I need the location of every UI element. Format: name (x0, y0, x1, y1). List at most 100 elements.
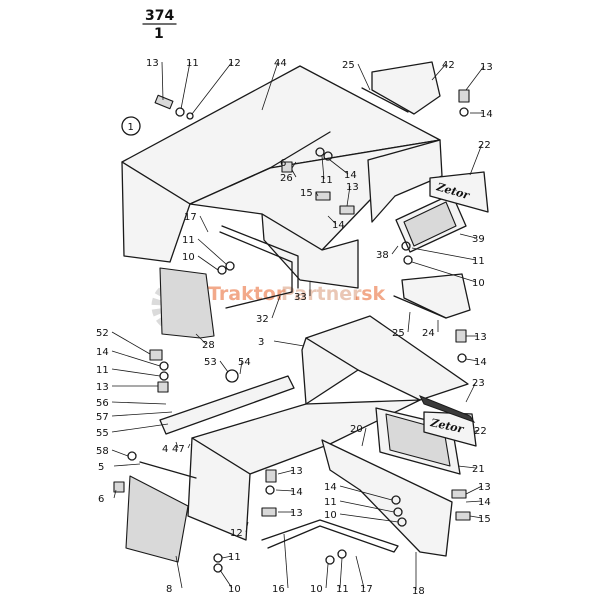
leader-l58 (111, 449, 129, 457)
part-label-l3: 3 (258, 337, 264, 348)
mud-flap-28-body (159, 267, 215, 339)
leader-l38 (391, 245, 399, 255)
leader-l22b (473, 429, 479, 433)
part-label-l4: 4 (162, 444, 168, 455)
part-label-l6b: 6 (98, 494, 104, 505)
part-label-l39: 39 (472, 234, 485, 245)
leader-l17a (199, 215, 209, 233)
support-bar-55-body (159, 375, 295, 435)
washer-11h-icon (337, 549, 347, 559)
trim-strip-23 (418, 395, 476, 423)
strip-25-upper (361, 87, 409, 113)
part-label-l11b: 11 (320, 175, 333, 186)
part-label-l15a: 15 (300, 188, 313, 199)
part-label-l13f: 13 (290, 466, 303, 477)
cover-42-body (371, 61, 441, 115)
plate-22-lower: Zetor (423, 411, 477, 447)
leader-l15a (315, 191, 319, 197)
fasteners (113, 89, 471, 573)
leader-l11d (411, 247, 477, 261)
leader-l22a (469, 143, 483, 176)
cover-25-lower-body (401, 273, 471, 319)
cap-53-icon (225, 369, 239, 383)
washer-11a-icon (175, 107, 185, 117)
part-label-l18: 18 (412, 586, 425, 597)
part-label-l25a: 25 (342, 60, 355, 71)
part-label-l17a: 17 (184, 212, 197, 223)
leader-l12a (191, 61, 233, 115)
brace-32-rod (219, 231, 293, 309)
group-marker-circle (121, 116, 141, 136)
part-label-l52: 52 (96, 328, 109, 339)
washer-14d-icon (159, 361, 169, 371)
part-label-l14d: 14 (96, 347, 109, 358)
bracket-39 (395, 193, 467, 253)
leader-l39 (459, 233, 477, 239)
washer-11d-icon (401, 241, 411, 251)
bolt-52-icon (149, 349, 163, 361)
part-label-l13b: 13 (480, 62, 493, 73)
bolt-13f-icon (265, 469, 277, 483)
part-label-l55: 55 (96, 428, 109, 439)
leader-l14g (339, 485, 393, 501)
sheet-number: 374 1 (142, 8, 177, 42)
leader-l4 (175, 441, 179, 449)
part-label-l17b: 17 (360, 584, 373, 595)
part-label-l11h: 11 (336, 584, 349, 595)
leader-l13a (161, 61, 164, 101)
part-label-l58: 58 (96, 446, 109, 457)
part-label-l33: 33 (294, 292, 307, 303)
part-label-l44: 44 (274, 58, 287, 69)
leader-l11b (321, 155, 325, 180)
bracket-33-body (261, 213, 359, 289)
part-label-l22a: 22 (478, 140, 491, 151)
washer-10a-icon (217, 265, 227, 275)
bolt-13a-icon (154, 94, 174, 110)
leader-l3 (273, 340, 305, 347)
part-label-l15b: 15 (478, 514, 491, 525)
part-label-l16: 16 (272, 584, 285, 595)
part-label-l14g: 14 (324, 482, 337, 493)
bolt-13d-icon (157, 381, 169, 393)
part-label-l21: 21 (472, 464, 485, 475)
bracket-39-window (403, 201, 457, 247)
trim-strip-23-body (418, 395, 476, 423)
part-label-l14f: 14 (290, 487, 303, 498)
bolt-13h-icon (451, 489, 467, 499)
leader-l52 (111, 331, 151, 355)
nut-10d-icon (213, 563, 223, 573)
leader-l14c (327, 215, 337, 225)
leader-l23 (465, 381, 477, 403)
brace-16-rod (261, 519, 399, 553)
leader-l17b (355, 555, 365, 589)
support-frame-18 (321, 439, 453, 557)
mud-flap-8-body (125, 475, 189, 563)
part-label-l32: 32 (256, 314, 269, 325)
leader-l14e (465, 358, 479, 362)
leader-l56 (111, 401, 167, 405)
leader-l10e (325, 563, 329, 589)
part-label-l24: 24 (422, 328, 435, 339)
group-marker: 1 (121, 116, 141, 136)
leader-l53 (219, 360, 229, 373)
part-label-l13c: 13 (346, 182, 359, 193)
brace-32-edge (221, 225, 299, 289)
part-label-l42: 42 (442, 60, 455, 71)
part-label-l13a: 13 (146, 58, 159, 69)
part-label-l20: 20 (350, 424, 363, 435)
part-label-l8: 8 (166, 584, 172, 595)
bolt-13e-icon (455, 329, 467, 343)
leader-l10a (197, 255, 219, 271)
leader-l54 (239, 360, 243, 375)
leader-l5 (113, 463, 141, 467)
leader-l13b (465, 65, 485, 91)
leader-l14f (275, 489, 295, 492)
leader-l28 (195, 333, 207, 345)
mud-flap-28 (159, 267, 215, 339)
leader-l42 (431, 63, 447, 81)
leader-l21 (457, 465, 477, 469)
strip-25-lower (393, 295, 447, 319)
leader-l11c (197, 238, 227, 265)
